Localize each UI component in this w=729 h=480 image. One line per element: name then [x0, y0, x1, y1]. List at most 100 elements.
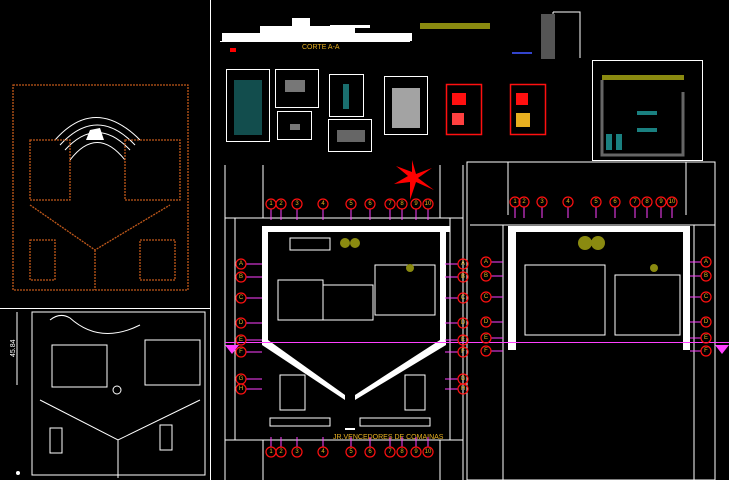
- grid-column-label: 7: [388, 449, 392, 455]
- grid-column-label: 1: [269, 201, 273, 207]
- grid-column-label: 2: [279, 449, 283, 455]
- grid-column-label: 8: [645, 199, 649, 205]
- grid-row-label: D: [239, 320, 244, 326]
- grid-bubble: [457, 271, 469, 283]
- grid-row-label: C: [461, 295, 466, 301]
- grid-column-label: 10: [425, 201, 432, 207]
- section-marker-icon: [715, 345, 729, 354]
- main-floor-plan[interactable]: [224, 165, 464, 480]
- grid-row-label: H: [461, 386, 465, 392]
- grid-column-label: 10: [425, 449, 432, 455]
- grid-row-label: D: [484, 319, 489, 325]
- grid-bubble: [422, 198, 434, 210]
- grid-bubble: [590, 196, 602, 208]
- right-floor-plan[interactable]: [466, 161, 716, 480]
- site-plan-detail[interactable]: [16, 311, 206, 478]
- grid-bubble: [480, 316, 492, 328]
- grid-bubble: [641, 196, 653, 208]
- grid-row-label: C: [484, 294, 489, 300]
- grid-column-label: 1: [513, 199, 517, 205]
- grid-column-label: 4: [321, 201, 325, 207]
- grid-row-label: E: [239, 337, 243, 343]
- detail-elevation[interactable]: [512, 11, 581, 59]
- grid-bubble: [345, 198, 357, 210]
- grid-bubble: [364, 446, 376, 458]
- grid-column-label: 5: [349, 449, 353, 455]
- grid-row-label: H: [239, 386, 243, 392]
- grid-bubble: [536, 196, 548, 208]
- grid-bubble: [275, 198, 287, 210]
- grid-row-label: E: [461, 337, 465, 343]
- marker-icon: [230, 48, 236, 52]
- grid-bubble: [317, 446, 329, 458]
- grid-row-label: A: [461, 261, 465, 267]
- grid-column-label: 7: [388, 201, 392, 207]
- grid-column-label: 5: [594, 199, 598, 205]
- grid-bubble: [275, 446, 287, 458]
- grid-column-label: 2: [522, 199, 526, 205]
- grid-bubble: [235, 334, 247, 346]
- grid-row-label: C: [239, 295, 244, 301]
- grid-bubble: [396, 198, 408, 210]
- grid-column-label: 3: [540, 199, 544, 205]
- grid-bubble: [629, 196, 641, 208]
- grid-bubble: [384, 198, 396, 210]
- grid-row-label: B: [704, 273, 708, 279]
- grid-bubble: [457, 317, 469, 329]
- grid-bubble: [700, 345, 712, 357]
- grid-bubble: [609, 196, 621, 208]
- grid-bubble: [700, 332, 712, 344]
- section-elevation[interactable]: [220, 18, 412, 52]
- grid-row-label: D: [704, 319, 709, 325]
- grid-row-label: D: [461, 320, 466, 326]
- grid-row-label: F: [239, 349, 243, 355]
- street-name: JR.VENCEDORES DE COMAINAS: [333, 434, 444, 441]
- grid-bubble: [700, 316, 712, 328]
- sheet-thumbnails[interactable]: [226, 60, 703, 161]
- grid-bubble: [457, 334, 469, 346]
- grid-bubble: [345, 446, 357, 458]
- grid-bubble: [235, 271, 247, 283]
- grid-column-label: 4: [566, 199, 570, 205]
- grid-bubble: [396, 446, 408, 458]
- vegetation-strip: [420, 23, 490, 29]
- grid-column-label: 2: [279, 201, 283, 207]
- north-arrow-icon: [394, 160, 434, 200]
- grid-bubble: [410, 198, 422, 210]
- grid-column-label: 6: [368, 449, 372, 455]
- grid-bubble: [235, 346, 247, 358]
- grid-column-label: 10: [669, 199, 676, 205]
- grid-bubble: [384, 446, 396, 458]
- grid-bubble: [518, 196, 530, 208]
- grid-row-label: F: [484, 348, 488, 354]
- grid-bubble: [422, 446, 434, 458]
- grid-row-label: B: [484, 273, 488, 279]
- grid-bubble: [700, 270, 712, 282]
- grid-column-label: 7: [633, 199, 637, 205]
- grid-row-label: A: [484, 259, 488, 265]
- grid-column-label: 3: [295, 201, 299, 207]
- grid-bubble: [700, 256, 712, 268]
- grid-bubble: [317, 198, 329, 210]
- site-plan-overview[interactable]: [12, 84, 189, 291]
- grid-bubble: [291, 198, 303, 210]
- grid-bubble: [480, 345, 492, 357]
- grid-column-label: 3: [295, 449, 299, 455]
- grid-row-label: B: [461, 274, 465, 280]
- grid-row-label: C: [704, 294, 709, 300]
- grid-bubble: [509, 196, 521, 208]
- grid-row-label: F: [461, 349, 465, 355]
- grid-row-label: B: [239, 274, 243, 280]
- grid-column-label: 6: [613, 199, 617, 205]
- grid-row-label: F: [704, 348, 708, 354]
- grid-bubble: [480, 332, 492, 344]
- grid-bubble: [235, 383, 247, 395]
- grid-row-label: A: [704, 259, 708, 265]
- dimension-label: 45.84: [10, 339, 17, 357]
- grid-column-label: 9: [414, 201, 418, 207]
- grid-bubble: [666, 196, 678, 208]
- grid-column-label: 4: [321, 449, 325, 455]
- grid-bubble: [457, 383, 469, 395]
